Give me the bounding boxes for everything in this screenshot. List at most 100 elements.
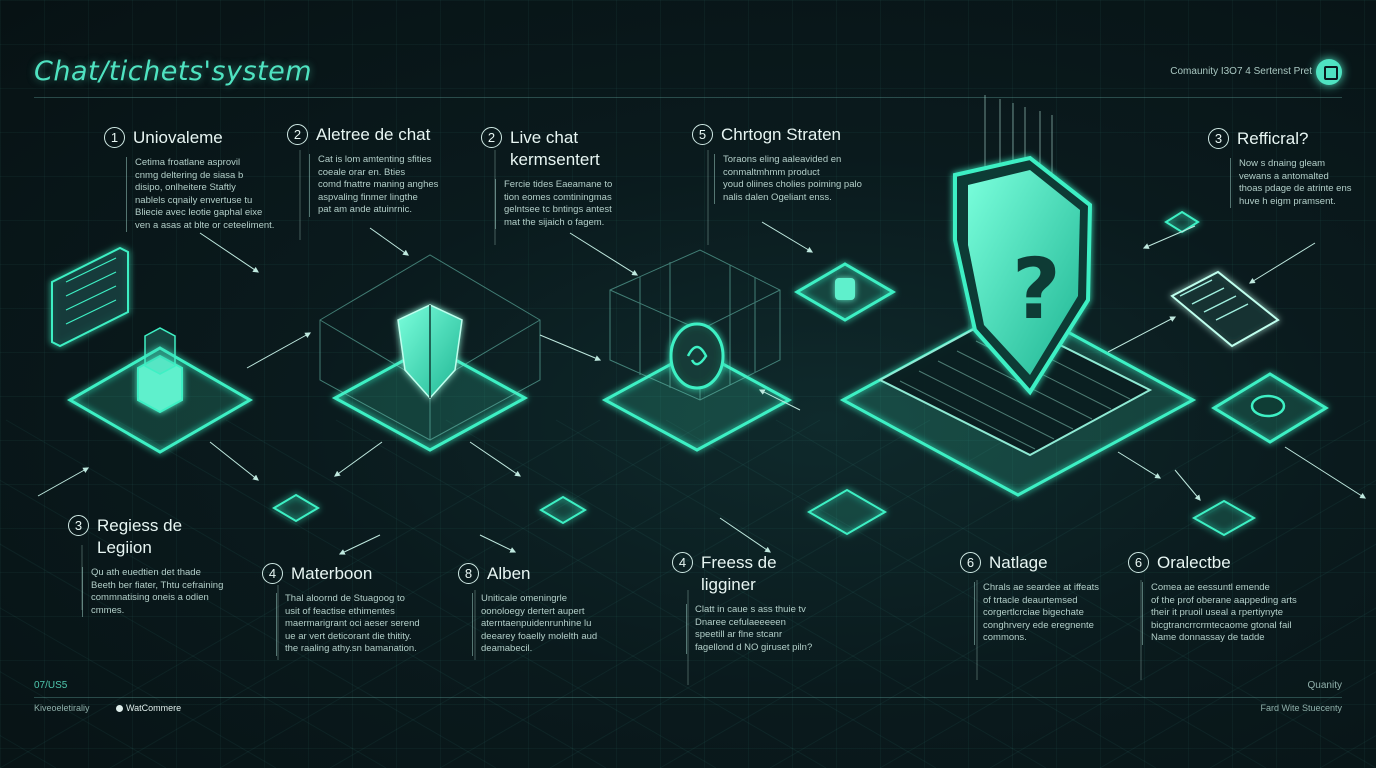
connector-arrow <box>1248 242 1316 284</box>
step-number: 6 <box>960 552 981 573</box>
device-icon <box>137 354 183 414</box>
step-title: Uniovaleme <box>133 128 223 147</box>
device-cage <box>144 327 176 375</box>
step-number: 6 <box>1128 552 1149 573</box>
floor-grid-line <box>445 419 1047 768</box>
community-badge-icon[interactable] <box>1316 59 1342 85</box>
floor-grid-line <box>879 479 1376 768</box>
folder-lines <box>65 257 117 325</box>
connector-arrow <box>37 467 90 497</box>
step-title: Oralectbe <box>1157 553 1231 572</box>
floor-grid-line <box>0 419 601 768</box>
keyboard-row <box>937 360 1074 430</box>
step-number: 2 <box>287 124 308 145</box>
node-bottom-mid <box>539 495 587 525</box>
connector-arrow <box>334 441 383 477</box>
shield-face <box>968 170 1080 375</box>
footer-right-label: Quanity <box>1307 680 1342 691</box>
footer-divider <box>34 697 1342 698</box>
connector-arrow <box>199 232 259 273</box>
footer-brand: Kiveoeletiraliy <box>34 703 90 713</box>
folder-icon <box>51 246 129 348</box>
connector-arrow <box>479 534 517 553</box>
node-bottom-left <box>272 493 320 523</box>
laptop-keyboard <box>877 313 1153 457</box>
floor-grid-line <box>0 543 387 768</box>
step-title: Alben <box>487 564 531 583</box>
footer-right-brand: Fard Wite Stuecenty <box>1260 703 1342 713</box>
partner-logo-icon <box>116 705 123 713</box>
step-title: Regiess de Legiion <box>97 516 183 557</box>
step-number: 8 <box>458 563 479 584</box>
node-bottom-right <box>1191 499 1257 537</box>
step-number: 5 <box>692 124 713 145</box>
floor-grid-line <box>1099 607 1376 768</box>
floor-grid-line <box>555 419 1157 768</box>
floor-grid-line <box>0 479 497 768</box>
floor-grid-line <box>775 419 1376 768</box>
button-icon <box>1250 394 1286 418</box>
connector-arrow <box>1142 225 1196 249</box>
floor-grid-line <box>439 419 1041 768</box>
connector-arrow <box>761 221 814 253</box>
step-title: Natlage <box>989 553 1048 572</box>
database-icon <box>835 278 855 300</box>
connector-arrow <box>539 334 602 361</box>
coin-symbol <box>686 345 708 366</box>
footer-partner[interactable]: WatCommere <box>116 703 181 713</box>
platform-3 <box>601 348 793 452</box>
floor-grid-line <box>335 419 937 768</box>
floor-grid-line <box>0 671 167 768</box>
step-title: Refficral? <box>1237 129 1309 148</box>
keypad-device-icon <box>1170 270 1280 348</box>
floor-grid-line <box>115 419 717 768</box>
floor-grid-line <box>1319 734 1376 768</box>
coin-icon <box>669 322 725 390</box>
connector-arrow <box>1107 316 1177 353</box>
node-top-right <box>1164 210 1200 234</box>
header-divider <box>34 97 1342 98</box>
step-title: Chrtogn Straten <box>721 125 842 144</box>
floor-grid-line <box>0 607 277 768</box>
question-mark-icon: ? <box>1012 240 1061 338</box>
step-title: Aletree de chat <box>316 125 431 144</box>
floor-grid-line <box>665 419 1267 768</box>
floor-grid-line <box>0 734 57 768</box>
floor-grid-line <box>225 419 827 768</box>
connector-arrow <box>1117 451 1162 479</box>
floor-grid-line <box>1209 671 1376 768</box>
connector-arrow <box>1284 446 1367 499</box>
platform-small-bottom <box>807 488 887 536</box>
keypad-keys <box>1179 279 1249 321</box>
keyboard-row <box>918 370 1055 440</box>
floor-grid-line <box>769 419 1371 768</box>
step-title: Materboon <box>291 564 373 583</box>
connector-arrow <box>1174 469 1201 501</box>
floor-grid-line <box>329 419 931 768</box>
step-number: 4 <box>672 552 693 573</box>
connector-arrow <box>246 332 312 369</box>
step-number: 3 <box>1208 128 1229 149</box>
connector-arrow <box>469 441 521 477</box>
connector-arrow <box>758 389 801 411</box>
keyboard-row <box>899 380 1036 450</box>
community-label: Comaunity I3O7 4 Sertenst Pret <box>1170 66 1312 77</box>
floor-grid-line <box>219 419 821 768</box>
